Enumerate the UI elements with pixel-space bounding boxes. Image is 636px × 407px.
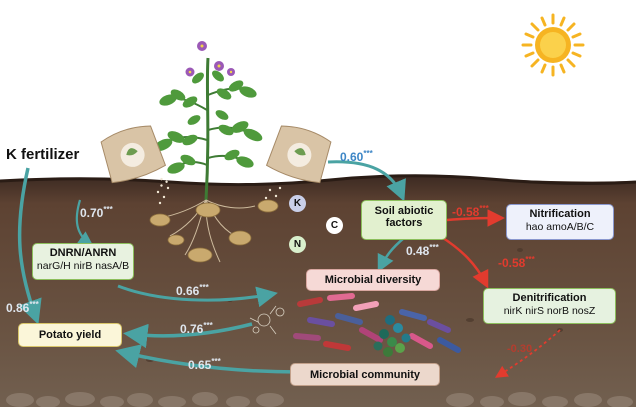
sun-icon: [521, 13, 585, 77]
fertilizer-granules: [156, 186, 282, 205]
microbial-diversity-box: Microbial diversity: [306, 269, 440, 291]
nitrification-title: Nitrification: [529, 208, 591, 220]
denitrification-title: Denitrification: [512, 292, 587, 304]
coef-fert-to-dnrn: 0.70***: [80, 205, 113, 220]
microbial-diversity-title: Microbial diversity: [324, 274, 422, 286]
coef-community-to-yield: 0.65***: [188, 357, 221, 372]
coef-community-to-denitrification: -0.30: [507, 343, 533, 355]
microbial-community-box: Microbial community: [290, 363, 440, 386]
k-fertilizer-label: K fertilizer: [6, 146, 80, 163]
potato-yield-box: Potato yield: [18, 323, 122, 347]
dnrn-anrn-box: DNRN/ANRN narG/H nirB nasA/B: [32, 243, 134, 280]
potato-yield-title: Potato yield: [38, 329, 102, 341]
denitrification-box: Denitrification nirK nirS norB nosZ: [483, 288, 616, 324]
soil-abiotic-factors-box: Soil abiotic factors: [361, 200, 447, 240]
soil-abiotic-factors-title-1: Soil abiotic: [374, 205, 434, 217]
soil-layer: [0, 174, 636, 407]
carbon-nutrient-icon: C: [326, 217, 343, 234]
soil-abiotic-factors-title-2: factors: [385, 217, 423, 229]
coef-fert-to-yield: 0.86***: [6, 300, 39, 315]
microbial-community-title: Microbial community: [309, 369, 421, 381]
coef-soil-to-nitrification: -0.58***: [452, 204, 489, 219]
nitrogen-nutrient-icon: N: [289, 236, 306, 253]
potassium-nutrient-icon: K: [289, 195, 306, 212]
fertilizer-bag-right-icon: [265, 125, 332, 184]
coef-fert-to-soil: 0.60***: [340, 149, 373, 164]
nitrification-genes: hao amoA/B/C: [525, 221, 595, 233]
dnrn-anrn-genes: narG/H nirB nasA/B: [36, 260, 130, 272]
negative-arrows: [439, 209, 561, 378]
coef-soil-to-denitrification: -0.58***: [498, 255, 535, 270]
microbes-cluster-icon: [249, 293, 461, 357]
dnrn-anrn-title: DNRN/ANRN: [49, 247, 117, 259]
denitrification-genes: nirK nirS norB nosZ: [503, 305, 596, 317]
coef-dnrn-to-diversity: 0.66***: [176, 283, 209, 298]
coef-diversity-to-yield: 0.76***: [180, 321, 213, 336]
potato-plant-icon: [149, 41, 279, 263]
coef-soil-to-diversity: 0.48***: [406, 243, 439, 258]
positive-arrows: [17, 160, 406, 374]
nitrification-box: Nitrification hao amoA/B/C: [506, 204, 614, 240]
fertilizer-bag-left-icon: [100, 125, 168, 187]
